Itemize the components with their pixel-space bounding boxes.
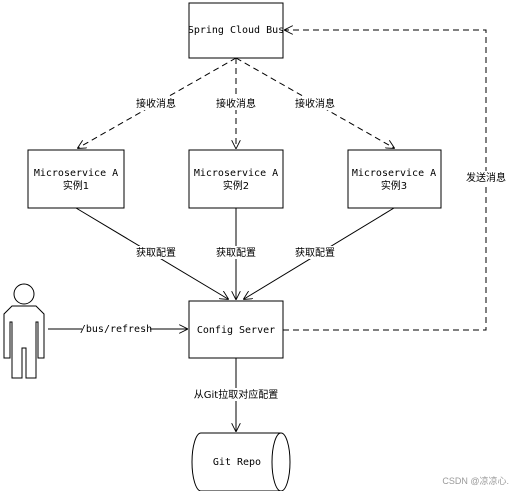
- microservice-2-box: [188, 149, 284, 209]
- config-server-box: [188, 300, 284, 359]
- microservice-2-instance: 实例2: [223, 179, 249, 192]
- git-repo-cylinder: [191, 432, 291, 491]
- microservice-1-instance: 实例1: [63, 179, 89, 192]
- microservice-2-title: Microservice A: [194, 168, 278, 179]
- user-actor-icon: [3, 283, 45, 379]
- fetch-label-2: 获取配置: [216, 247, 256, 259]
- receive-label-3: 接收消息: [295, 97, 335, 110]
- receive-label-1: 接收消息: [136, 97, 176, 110]
- microservice-3-box: [347, 149, 442, 209]
- fetch-label-3: 获取配置: [295, 247, 335, 259]
- microservice-3-title: Microservice A: [352, 168, 436, 179]
- git-label: 从Git拉取对应配置: [194, 388, 278, 401]
- microservice-1-title: Microservice A: [34, 168, 118, 179]
- spring-cloud-bus-box: [188, 2, 284, 59]
- refresh-label: /bus/refresh: [80, 324, 152, 335]
- watermark: CSDN @凉凉心.: [442, 475, 509, 486]
- spring-cloud-bus-label: Spring Cloud Bus: [188, 25, 284, 36]
- receive-label-2: 接收消息: [216, 97, 256, 110]
- config-server-label: Config Server: [197, 325, 275, 336]
- git-repo-label: Git Repo: [213, 457, 261, 468]
- fetch-label-1: 获取配置: [136, 247, 176, 259]
- microservice-3-instance: 实例3: [381, 179, 407, 192]
- microservice-1-box: [27, 149, 125, 209]
- send-label: 发送消息: [466, 171, 506, 184]
